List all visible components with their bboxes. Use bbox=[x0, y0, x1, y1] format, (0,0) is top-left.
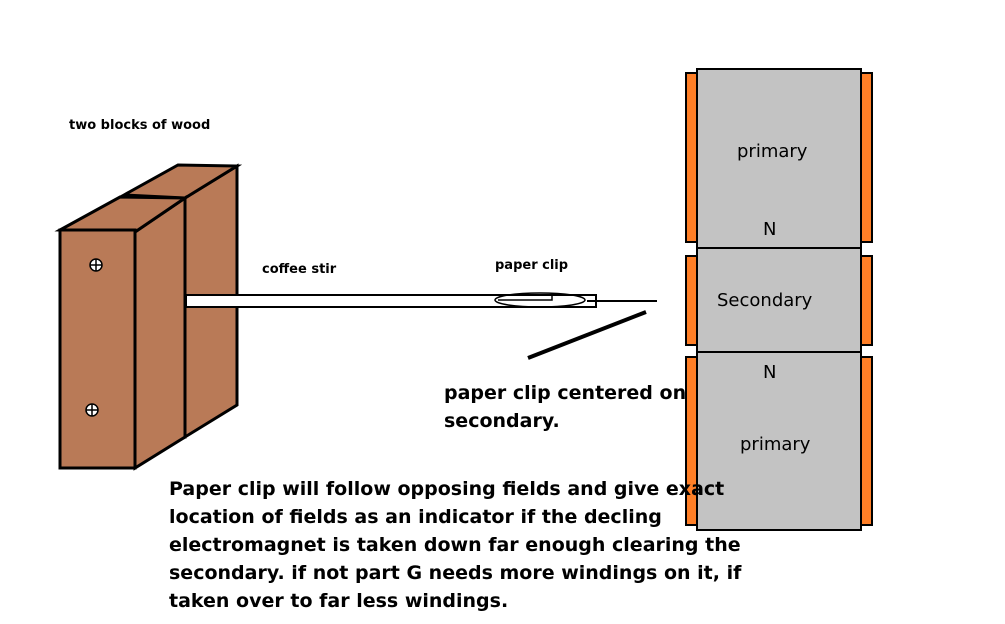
screw-icon bbox=[85, 403, 99, 417]
coffee-stir-label: coffee stir bbox=[262, 262, 337, 277]
note-line-4: secondary. if not part G needs more wind… bbox=[169, 562, 742, 584]
centered-label-line2: secondary. bbox=[444, 410, 560, 432]
coffee-stir bbox=[185, 294, 657, 308]
front-wood-block bbox=[54, 195, 190, 471]
note-line-3: electromagnet is taken down far enough c… bbox=[169, 534, 741, 556]
north-pole-top-label: N bbox=[763, 219, 777, 240]
note-line-2: location of fields as an indicator if th… bbox=[169, 506, 662, 528]
coil-assembly bbox=[685, 68, 873, 531]
paper-clip-label: paper clip bbox=[495, 258, 569, 273]
north-pole-bottom-label: N bbox=[763, 362, 777, 383]
primary-top-label: primary bbox=[737, 141, 808, 162]
secondary-label: Secondary bbox=[717, 290, 813, 311]
secondary-coil bbox=[696, 247, 862, 353]
primary-coil-top bbox=[696, 68, 862, 249]
centered-label-line1: paper clip centered on bbox=[444, 382, 687, 404]
primary-coil-bottom bbox=[696, 351, 862, 531]
wood-label: two blocks of wood bbox=[69, 118, 211, 133]
note-line-1: Paper clip will follow opposing fields a… bbox=[169, 478, 725, 500]
pointer-line bbox=[527, 310, 647, 360]
note-line-5: taken over to far less windings. bbox=[169, 590, 509, 612]
screw-icon bbox=[89, 258, 103, 272]
paper-clip-icon bbox=[494, 292, 586, 308]
primary-bottom-label: primary bbox=[740, 434, 811, 455]
